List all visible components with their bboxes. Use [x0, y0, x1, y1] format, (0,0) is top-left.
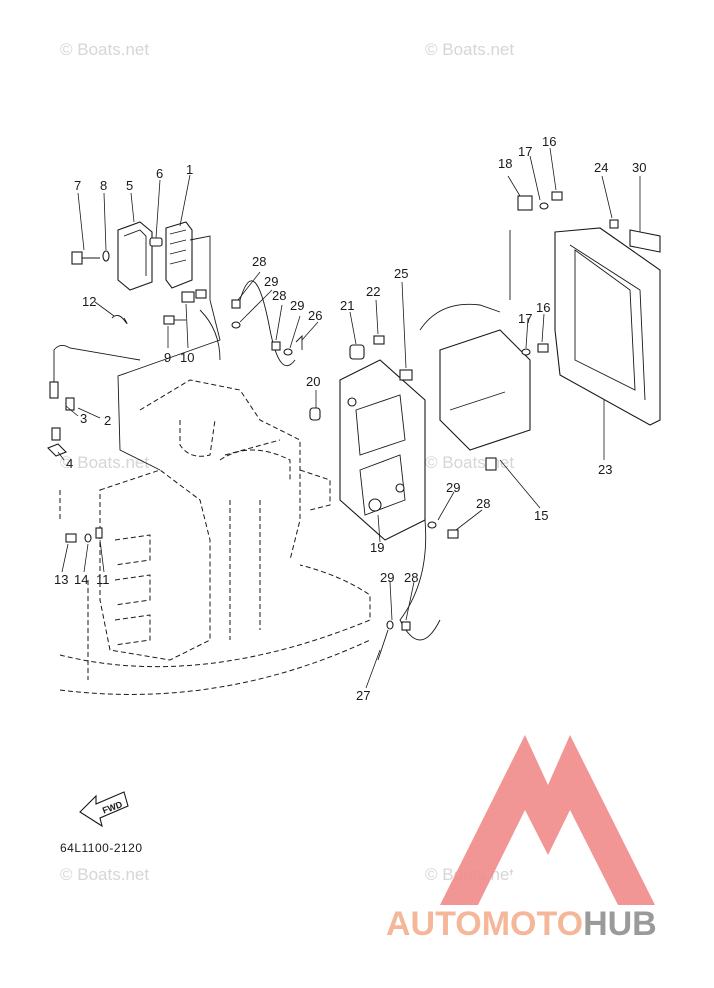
callout-label: 10 — [180, 350, 194, 365]
callout-label: 13 — [54, 572, 68, 587]
callout-label: 11 — [96, 572, 110, 587]
callout-label: 7 — [74, 178, 81, 193]
callout-label: 9 — [164, 350, 171, 365]
part-21-grommet — [349, 344, 365, 360]
part-16-bolt — [537, 191, 563, 353]
callout-label: 30 — [632, 160, 646, 175]
watermark: © Boats.net — [425, 40, 514, 59]
part-12-clip — [111, 315, 128, 324]
part-25-connector — [399, 369, 413, 381]
callout-label: 20 — [306, 374, 320, 389]
part-17-washer — [521, 202, 549, 356]
callout-label: 1 — [186, 162, 193, 177]
callout-label: 5 — [126, 178, 133, 193]
callout-label: 29 — [290, 298, 304, 313]
callout-label: 18 — [498, 156, 512, 171]
watermark: © Boats.net — [60, 40, 149, 59]
part-22-bolt — [373, 335, 385, 345]
brand-name: AUTOMOTOHUB — [386, 905, 657, 943]
part-5-bracket — [117, 221, 153, 291]
part-28-bolt — [231, 299, 459, 631]
callout-label: 24 — [594, 160, 608, 175]
callout-label: 26 — [308, 308, 322, 323]
callout-label: 4 — [66, 456, 73, 471]
part-18-bracket — [517, 195, 533, 211]
callout-label: 17 — [518, 144, 532, 159]
part-29-washer — [231, 321, 437, 630]
fwd-arrow-icon: FWD — [79, 791, 129, 828]
watermark: © Boats.net — [425, 453, 514, 472]
callout-label: 28 — [476, 496, 490, 511]
callout-label: 15 — [534, 508, 548, 523]
callout-label: 2 — [104, 413, 111, 428]
part-26-bracket — [295, 334, 303, 350]
callout-label: 25 — [394, 266, 408, 281]
part-8-washer — [102, 250, 110, 262]
callout-label: 3 — [80, 411, 87, 426]
part-9-bolt — [163, 315, 186, 325]
part-13-bolt — [65, 527, 103, 543]
part-19-mounting-plate — [339, 359, 426, 541]
callout-label: 12 — [82, 294, 96, 309]
part-23-cover — [554, 227, 661, 426]
brand-name-part2: HUB — [583, 905, 657, 943]
callout-label: 29 — [380, 570, 394, 585]
callout-label: 19 — [370, 540, 384, 555]
callout-label: 14 — [74, 572, 88, 587]
part-20-grommet — [309, 407, 321, 421]
callout-label: 6 — [156, 166, 163, 181]
part-2-3-4-sensor — [47, 345, 141, 457]
part-15-control-unit — [439, 329, 531, 471]
brand-name-part1: AUTOMOTO — [386, 905, 583, 943]
callout-label: 28 — [252, 254, 266, 269]
part-7-bolt — [71, 251, 100, 265]
callout-label: 23 — [598, 462, 612, 477]
brand-logo-icon — [440, 735, 655, 905]
part-27-lead — [377, 629, 389, 661]
callout-label: 21 — [340, 298, 354, 313]
watermark: © Boats.net — [60, 865, 149, 884]
callout-label: 28 — [272, 288, 286, 303]
part-30-label — [629, 229, 661, 253]
callout-label: 17 — [518, 311, 532, 326]
callout-label: 27 — [356, 688, 370, 703]
callout-label: 29 — [446, 480, 460, 495]
callout-label: 29 — [264, 274, 278, 289]
callout-label: 28 — [404, 570, 418, 585]
part-24-bolt — [609, 219, 619, 229]
diagram-code: 64L1100-2120 — [60, 841, 143, 855]
leader-lines — [57, 147, 641, 689]
watermark: © Boats.net — [60, 453, 149, 472]
callout-label: 16 — [542, 134, 556, 149]
callout-label: 22 — [366, 284, 380, 299]
part-1-cdi-unit — [165, 221, 193, 289]
callout-label: 8 — [100, 178, 107, 193]
part-6-collar — [149, 237, 163, 247]
callout-label: 16 — [536, 300, 550, 315]
part-10-connector — [181, 289, 207, 303]
wiring-harness — [117, 230, 511, 641]
engine-outline — [59, 379, 371, 695]
